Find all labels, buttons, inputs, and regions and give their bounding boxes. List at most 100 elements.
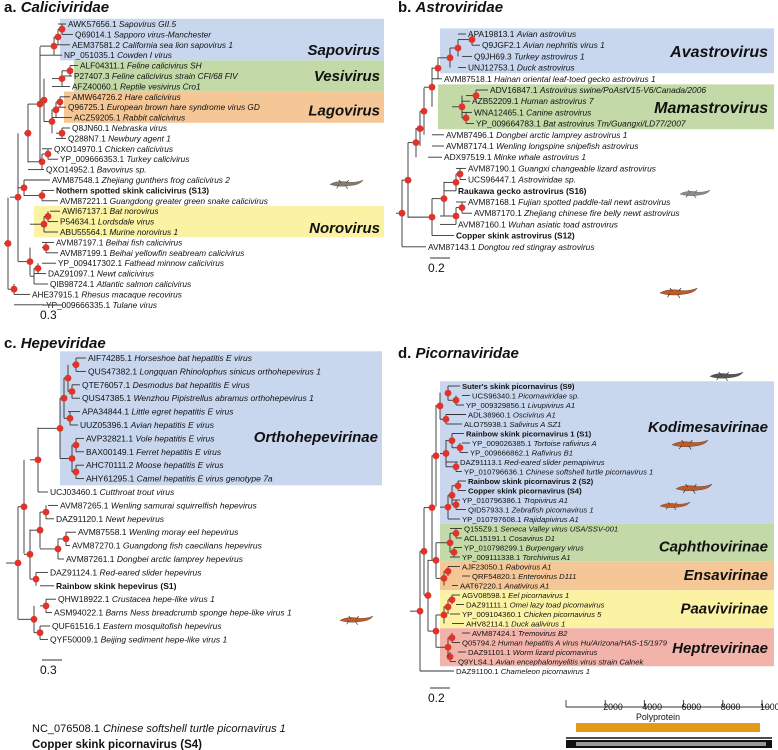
tip-label: UUZ05396.1 Avian hepatitis E virus bbox=[80, 420, 215, 430]
tip-accession: UCS96447.1 bbox=[468, 175, 518, 185]
clade-label: Sapovirus bbox=[307, 42, 380, 59]
node-marker bbox=[72, 361, 80, 369]
tip-label: Q9YLS4.1 Avian encephalomyelitis virus s… bbox=[458, 658, 644, 667]
tip-name: European brown hare syndrome virus GD bbox=[107, 102, 260, 112]
tip-name: Desmodus bat hepatitis E virus bbox=[133, 380, 251, 390]
tip-accession: AVM87496.1 bbox=[446, 130, 496, 140]
reference-name: Chinese softshell turtle picornavirus 1 bbox=[103, 723, 286, 735]
tip-accession: AVM87518.1 bbox=[444, 74, 494, 84]
tip-label: AHY61295.1 Camel hepatitis E virus genot… bbox=[86, 474, 273, 484]
node-marker bbox=[454, 44, 462, 52]
tip-accession: P27407.3 bbox=[74, 71, 112, 81]
tip-label: YP_010796636.1 Chinese softshell turtle … bbox=[464, 468, 653, 477]
tip-accession: ADV16847.1 bbox=[490, 85, 540, 95]
tip-label: Rainbow skink hepevirus (S1) bbox=[56, 581, 177, 591]
clade-label: Caphthovirinae bbox=[659, 539, 768, 556]
tip-name: Moose hepatitis E virus bbox=[136, 460, 225, 470]
tip-label: AMW64726.2 Hare calicivirus bbox=[72, 92, 181, 102]
tip-accession: AVM87261.1 bbox=[66, 554, 117, 564]
node-marker bbox=[456, 170, 464, 178]
node-marker bbox=[36, 526, 44, 534]
tip-accession: AAT67220.1 bbox=[460, 582, 504, 591]
tip-name: Rhesus macaque recovirus bbox=[81, 289, 182, 299]
tip-accession: ALF04311.1 bbox=[80, 61, 127, 71]
node-marker bbox=[444, 389, 452, 397]
node-marker bbox=[36, 100, 44, 108]
tip-label: ABU55564.1 Murine norovirus 1 bbox=[60, 227, 178, 237]
panel-letter: c. bbox=[4, 335, 21, 352]
node-marker bbox=[448, 437, 456, 445]
tip-label: AVM87199.1 Beihai yellowfin seabream cal… bbox=[60, 248, 244, 258]
tip-label: YP_009329856.1 Livupivirus A1 bbox=[466, 401, 575, 410]
tip-label: ALF04311.1 Feline calicivirus SH bbox=[80, 61, 202, 71]
clade-label: Avastrovirus bbox=[669, 44, 768, 61]
tip-label: AVM87265.1 Wenling samurai squirrelfish … bbox=[60, 500, 257, 510]
tip-label: Q9JGF2.1 Avian nephritis virus 1 bbox=[482, 40, 605, 50]
tip-label: APA19813.1 Avian astrovirus bbox=[468, 29, 577, 39]
query-alignment-fill bbox=[576, 742, 766, 746]
tip-label: AVM87221.1 Guangdong greater green snake… bbox=[60, 196, 268, 206]
node-marker bbox=[72, 441, 80, 449]
lizard-illustration bbox=[675, 483, 713, 494]
node-marker bbox=[448, 634, 456, 642]
lizard-body bbox=[339, 615, 374, 623]
tip-label: YP_010797608.1 Rajidapivirus A1 bbox=[462, 515, 579, 524]
tip-accession: AZB52209.1 bbox=[472, 96, 521, 106]
tip-name: Longquan Rhinolophus sinicus orthohepevi… bbox=[140, 366, 322, 376]
tip-name: Zhejiang chinese fire belly newt astrovi… bbox=[523, 208, 680, 218]
node-marker bbox=[44, 213, 52, 220]
node-marker bbox=[34, 265, 42, 272]
tip-name: Lordsdale virus bbox=[98, 217, 154, 227]
tip-label: UCS96340.1 Picornaviridae sp. bbox=[472, 392, 579, 401]
clade-label: Lagovirus bbox=[308, 102, 380, 119]
tip-accession: AVM87197.1 bbox=[56, 237, 106, 247]
tip-accession: AVM87558.1 bbox=[78, 527, 129, 537]
tip-accession: AWI67137.1 bbox=[62, 206, 110, 216]
tip-name: Bat astrovirus Tm/Guangxi/LD77/2007 bbox=[543, 119, 686, 129]
node-marker bbox=[444, 503, 452, 511]
tip-name: Turkey astrovirus 1 bbox=[514, 51, 585, 61]
tip-name: Wenling moray eel hepevirus bbox=[129, 527, 239, 537]
tip-accession: DAZ91101.1 bbox=[468, 648, 513, 657]
lizard-body bbox=[709, 371, 744, 379]
tip-name: Feline calicivirus SH bbox=[127, 61, 202, 71]
tip-name: Avian encephalomyelitis virus strain Cal… bbox=[495, 658, 645, 667]
tip-name: Duck aalivirus 1 bbox=[511, 620, 565, 629]
tip-label: QRF54820.1 Enterovirus D111 bbox=[472, 572, 576, 581]
tip-name: Canine astrovirus bbox=[526, 107, 592, 117]
tip-label: DAZ91113.1 Red-eared slider pemapivirus bbox=[460, 458, 605, 467]
tip-label: QYF50009.1 Beijing sediment hepe-like vi… bbox=[50, 634, 227, 644]
node-marker bbox=[68, 388, 76, 395]
node-marker bbox=[32, 575, 40, 583]
tip-label: AHV82114.1 Duck aalivirus 1 bbox=[466, 620, 565, 629]
reference-label: NC_076508.1 Chinese softshell turtle pic… bbox=[32, 723, 286, 735]
node-marker bbox=[72, 468, 80, 476]
tip-name: Livupivirus A1 bbox=[528, 401, 576, 410]
lizard-illustration bbox=[329, 179, 364, 189]
tip-accession: QRF54820.1 bbox=[472, 572, 518, 581]
tip-name: Copper skink astrovirus (S12) bbox=[456, 231, 575, 241]
tip-accession: AHV82114.1 bbox=[466, 620, 511, 629]
tip-name: Guangxi changeable lizard astrovirus bbox=[518, 163, 657, 173]
tip-accession: AMW64726.2 bbox=[72, 92, 125, 102]
panel-letter: a. bbox=[4, 0, 21, 16]
node-marker bbox=[412, 139, 420, 147]
node-marker bbox=[64, 374, 72, 382]
node-marker bbox=[454, 482, 462, 490]
tip-name: Burpengary virus bbox=[526, 544, 584, 553]
lizard-body bbox=[675, 483, 713, 491]
lizard-body bbox=[659, 287, 698, 296]
tip-name: Cowden I virus bbox=[117, 50, 172, 60]
panel-letter: d. bbox=[398, 345, 416, 362]
panel-c: c. HepeviridaeOrthohepevirinaeAIF74285.1… bbox=[4, 335, 382, 677]
tip-label: QHW18922.1 Crustacea hepe-like virus 1 bbox=[58, 594, 215, 604]
lizard-illustration bbox=[659, 501, 691, 511]
clade-box bbox=[440, 628, 774, 667]
tip-accession: YP_009666862.1 bbox=[470, 449, 532, 458]
tip-accession: AVM87174.1 bbox=[446, 141, 496, 151]
tip-name: Camel hepatitis E virus genotype 7a bbox=[137, 474, 273, 484]
tip-accession: YP_009111338.1 bbox=[462, 553, 522, 562]
tip-name: Feline calicivirus strain CFI/68 FIV bbox=[112, 71, 239, 81]
tip-name: Atlantic salmon calicivirus bbox=[96, 279, 192, 289]
tip-accession: BAX00149.1 bbox=[86, 447, 136, 457]
